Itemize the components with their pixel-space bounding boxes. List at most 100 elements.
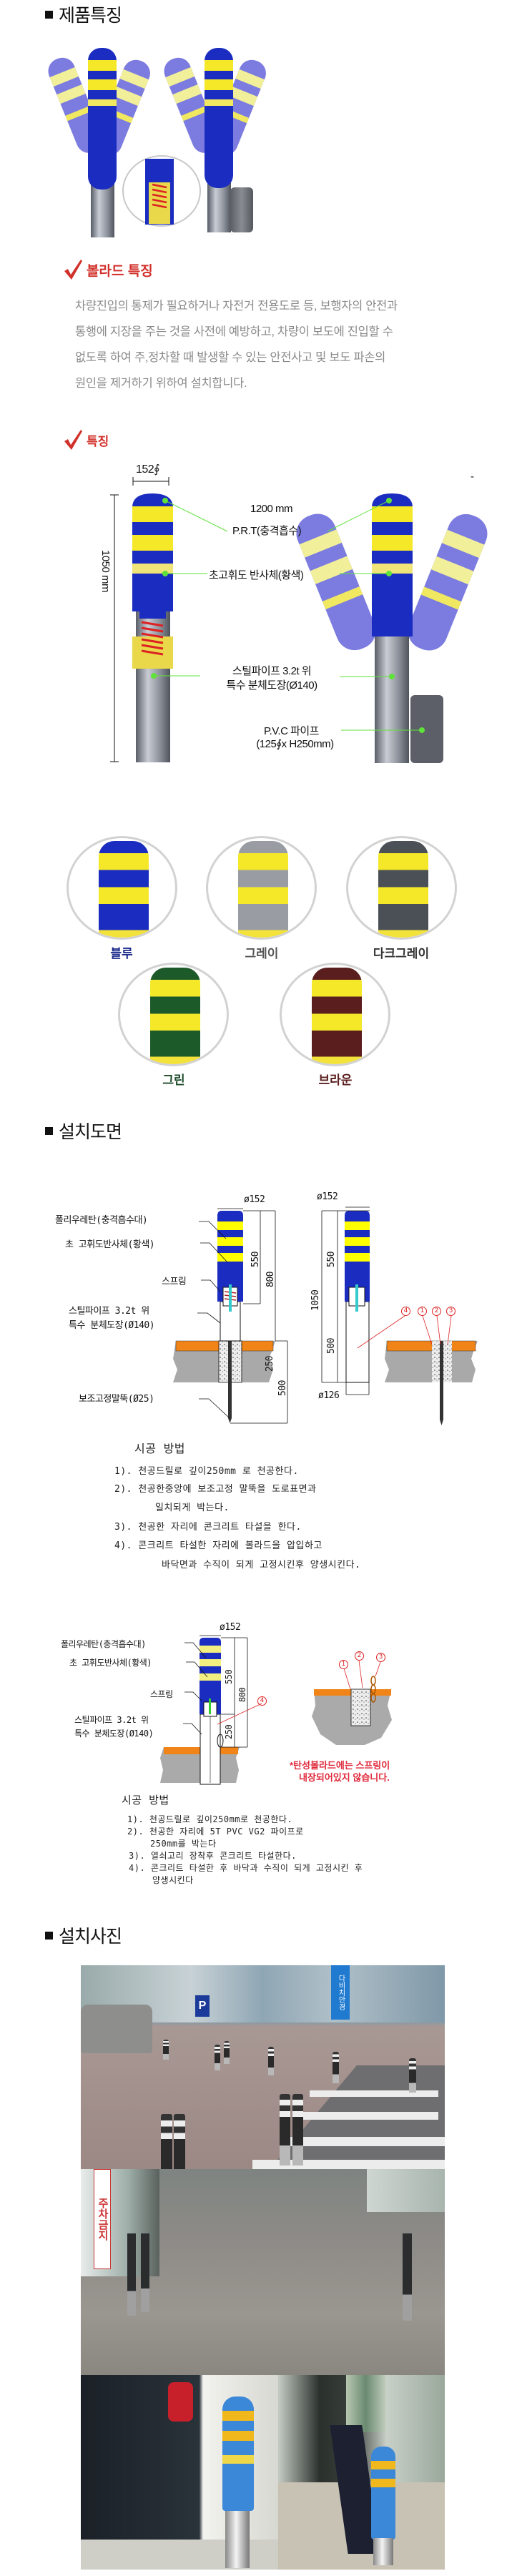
dim-550-2: 550 — [224, 1669, 234, 1684]
pvc-pipe-label-2: (125∮x H250mm) — [256, 738, 334, 750]
dim-550: 550 — [250, 1252, 261, 1267]
dim-bottom-dia: ø126 — [318, 1390, 340, 1401]
label-steel-pipe-2a: 스틸파이프 3.2t 위 — [74, 1715, 149, 1725]
diameter-label: 152∮ — [136, 463, 160, 476]
callout-1: 1 — [339, 1660, 348, 1669]
color-swatch-gray — [206, 836, 317, 940]
width-dimension — [132, 477, 169, 486]
bollard-features-heading: 볼라드 특징 — [64, 259, 153, 280]
callout-2: 2 — [432, 1307, 441, 1316]
reflector-label: 초고휘도 반사체(황색) — [209, 569, 304, 581]
dim-500: 500 — [277, 1380, 288, 1396]
steel-pipe-label-2: 특수 분체도장(Ø140) — [226, 679, 317, 692]
product-photo — [48, 48, 266, 237]
dim-top-dia: ø152 — [244, 1194, 265, 1205]
square-bullet-icon — [45, 1931, 53, 1940]
method-step-2: 2). 천공한중앙에 보조고정 말뚝을 도로표면과 — [114, 1484, 317, 1495]
spec-heading: 특징 — [64, 429, 109, 451]
steel-pipe-label-1: 스틸파이프 3.2t 위 — [232, 665, 312, 677]
color-name-darkgray: 다크그레이 — [373, 947, 430, 960]
dim-550-right: 550 — [326, 1252, 337, 1267]
label-steel-pipe-1: 스틸파이프 3.2t 위 — [69, 1306, 149, 1317]
installation-drawing-2 — [160, 1635, 392, 1785]
pvc-pipe-label-1: P.V.C 파이프 — [264, 725, 319, 737]
height-dimension — [110, 494, 119, 762]
method-title: 시공 방법 — [134, 1442, 186, 1455]
method-step-2-cont: 일치되게 박는다. — [155, 1503, 230, 1513]
method2-step-1: 1). 천공드릴로 깊이250mm로 천공한다. — [127, 1814, 293, 1824]
bollard-swatch-body — [378, 841, 428, 938]
install-photo-car-impact — [81, 2375, 278, 2570]
checkmark-icon — [64, 430, 82, 450]
no-parking-sign: 주차금지 — [94, 2169, 111, 2269]
photo-bollard — [268, 2047, 275, 2075]
label-polyurethane: 폴리우레탄(충격흡수대) — [55, 1215, 148, 1226]
color-swatch-green — [118, 963, 229, 1066]
bollard-swatch-body — [150, 968, 200, 1064]
section-title-text: 설치도면 — [59, 1122, 122, 1142]
dim-1050: 1050 — [310, 1289, 321, 1311]
leader-lines — [154, 500, 422, 731]
method-step-4: 4). 콘크리트 타설한 자리에 볼라드을 압입하고 — [114, 1540, 322, 1551]
bollard-swatch-body — [238, 841, 288, 938]
method-title-2: 시공 방법 — [122, 1794, 169, 1806]
label-stake: 보조고정말뚝(Ø25) — [79, 1394, 154, 1405]
install-photo-street: 주차금지 — [81, 2169, 445, 2375]
dim-top-dia-right: ø152 — [317, 1191, 338, 1202]
color-name-blue: 블루 — [110, 947, 133, 960]
installation-drawing-1 — [173, 1206, 478, 1425]
photo-bollard — [292, 2094, 303, 2165]
heading-text: 특징 — [87, 434, 109, 448]
section-title-text: 설치사진 — [59, 1927, 122, 1947]
method-step-1: 1). 천공드릴로 깊이250mm 로 천공한다. — [114, 1466, 299, 1477]
square-bullet-icon — [45, 1126, 53, 1135]
spring-note-1: *탄성볼라드에는 스프링이 — [290, 1760, 390, 1771]
callout-4: 4 — [257, 1696, 267, 1706]
method2-step-3: 3). 열쇠고리 장착후 콘크리트 타설한다. — [129, 1851, 297, 1861]
photo-bollard — [280, 2094, 290, 2165]
photo-bollard — [214, 2044, 220, 2070]
photo-bollard — [224, 2040, 230, 2064]
install-photo-plaza: P 다비치안경 — [81, 1965, 445, 2169]
section-title-features: 제품특징 — [45, 1, 122, 27]
method2-step-4: 4). 콘크리트 타설한 후 바닥과 수직이 되게 고정시킨 후 — [129, 1863, 363, 1873]
label-reflector-2: 초 고휘도반사체(황색) — [69, 1658, 152, 1668]
section-title-drawing: 설치도면 — [45, 1118, 122, 1144]
dim-500-right: 500 — [326, 1338, 337, 1354]
dim-top-dia-2: ø152 — [220, 1622, 241, 1633]
dim-800-2: 800 — [237, 1687, 247, 1702]
spring-inset-icon — [122, 155, 201, 227]
bollard-swatch-body — [99, 841, 149, 938]
green-dot-markers — [151, 498, 425, 733]
method-step-3: 3). 천공한 자리에 콘크리트 타설을 한다. — [114, 1522, 302, 1533]
bollard-cutaway — [132, 493, 173, 762]
method-step-4-cont: 바닥면과 수직이 되게 고정시킨후 양생시킨다. — [162, 1560, 361, 1570]
color-swatch-brown — [280, 963, 390, 1066]
callout-3: 3 — [376, 1653, 385, 1662]
dim-250: 250 — [265, 1356, 275, 1372]
bollard-swatch-body — [312, 968, 362, 1064]
store-sign: 다비치안경 — [331, 1965, 350, 2020]
color-swatch-darkgray — [346, 836, 457, 940]
label-spring: 스프링 — [162, 1277, 187, 1287]
method2-step-2: 2). 천공한 자리에 5T PVC VG2 파이프로 — [127, 1827, 304, 1837]
color-name-gray: 그레이 — [245, 947, 279, 960]
photo-bollard — [163, 2040, 169, 2060]
callout-4: 4 — [401, 1307, 410, 1316]
install-photo-person — [278, 2375, 445, 2570]
spec-diagram — [110, 477, 488, 763]
method2-step-4-cont: 양생시킨다 — [152, 1875, 194, 1885]
label-polyurethane-2: 폴리우레탄(충격흡수대) — [61, 1639, 146, 1649]
label-reflector: 초 고휘도반사체(황색) — [65, 1239, 155, 1250]
prt-label: P.R.T(충격흡수) — [232, 525, 302, 537]
feature-line-3: 없도록 하여 주,정차할 때 발생할 수 있는 안전사고 및 보도 파손의 — [75, 351, 386, 364]
parking-sign: P — [195, 1995, 210, 2017]
color-name-green: 그린 — [162, 1073, 185, 1087]
photo-bollard — [333, 2052, 340, 2084]
color-name-brown: 브라운 — [318, 1073, 353, 1087]
fan-height-label: 1200 mm — [250, 503, 293, 515]
height-label: 1050 mm — [99, 549, 112, 593]
spring-note-2: 내장되어있지 않습니다. — [299, 1772, 390, 1783]
photo-bollard — [174, 2114, 185, 2169]
photo-bollard — [408, 2058, 416, 2093]
